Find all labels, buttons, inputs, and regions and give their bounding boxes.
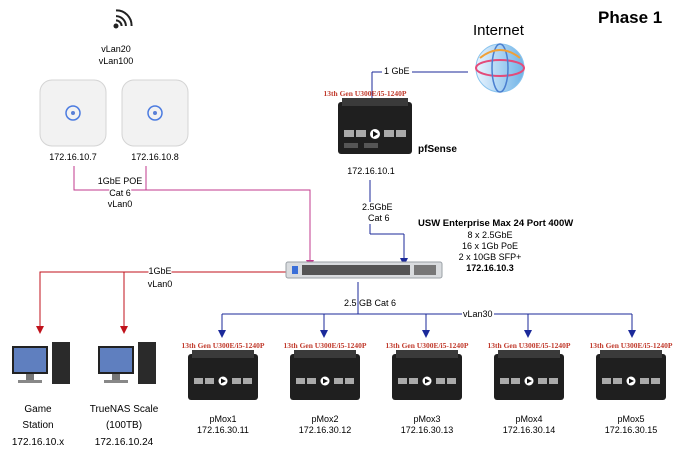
client-link-vlan: vLan0 xyxy=(147,279,173,289)
client-name-2a: TrueNAS Scale xyxy=(89,404,159,415)
switch-spec-2: 16 x 1Gb PoE xyxy=(461,241,519,251)
firewall-ip: 172.16.10.1 xyxy=(347,166,395,176)
ap-ip-2: 172.16.10.8 xyxy=(131,152,179,162)
node-ip-3: 172.16.30.13 xyxy=(400,425,454,435)
firewall-uplink-speed: 2.5GbE xyxy=(362,202,393,213)
client-ip-1: 172.16.10.x xyxy=(11,437,65,448)
internet-globe-icon xyxy=(475,43,525,93)
cluster-vlan-label: vLan30 xyxy=(462,309,494,320)
node-model-5: 13th Gen U300E/i5-1240P xyxy=(589,341,673,350)
access-point-2 xyxy=(121,79,189,147)
ap-ip-1: 172.16.10.7 xyxy=(49,152,97,162)
node-ip-5: 172.16.30.15 xyxy=(604,425,658,435)
switch-spec-3: 2 x 10GB SFP+ xyxy=(458,252,522,262)
cluster-link-label: 2.5 GB Cat 6 xyxy=(344,298,397,308)
node-device-5 xyxy=(596,350,666,400)
access-point-1 xyxy=(39,79,107,147)
wifi-vlan-1: vLan20 xyxy=(101,44,131,54)
client-name-1b: Station xyxy=(22,420,54,431)
computer-icon-truenas xyxy=(98,342,156,384)
switch-spec-1: 8 x 2.5GbE xyxy=(467,230,513,240)
ap-link-speed: 1GbE POE xyxy=(97,176,143,187)
client-link xyxy=(36,271,286,334)
wifi-icon xyxy=(113,9,133,29)
node-model-3: 13th Gen U300E/i5-1240P xyxy=(385,341,469,350)
node-model-1: 13th Gen U300E/i5-1240P xyxy=(181,341,265,350)
node-ip-1: 172.16.30.11 xyxy=(197,425,249,435)
firewall-device xyxy=(338,98,412,154)
internet-label: Internet xyxy=(473,22,524,39)
ap-poe-trunk xyxy=(110,189,314,268)
client-link-speed: 1GbE xyxy=(148,266,172,277)
node-device-4 xyxy=(494,350,564,400)
node-name-3: pMox3 xyxy=(413,414,441,424)
node-model-2: 13th Gen U300E/i5-1240P xyxy=(283,341,367,350)
client-ip-2: 172.16.10.24 xyxy=(94,437,154,448)
ap-link-vlan: vLan0 xyxy=(107,199,133,209)
node-ip-2: 172.16.30.12 xyxy=(298,425,352,435)
client-name-2b: (100TB) xyxy=(105,420,143,431)
node-device-1 xyxy=(188,350,258,400)
switch-ip: 172.16.10.3 xyxy=(466,263,514,273)
phase-title: Phase 1 xyxy=(598,8,663,27)
node-name-1: pMox1 xyxy=(209,414,237,424)
node-device-3 xyxy=(392,350,462,400)
node-device-2 xyxy=(290,350,360,400)
switch-name: USW Enterprise Max 24 Port 400W xyxy=(418,218,574,229)
wifi-vlan-2: vLan100 xyxy=(98,56,134,66)
firewall-name: pfSense xyxy=(418,144,457,155)
client-name-1a: Game xyxy=(24,404,52,415)
node-name-2: pMox2 xyxy=(311,414,339,424)
ap-link-cable: Cat 6 xyxy=(109,188,131,199)
node-ip-4: 172.16.30.14 xyxy=(502,425,556,435)
node-name-4: pMox4 xyxy=(515,414,543,424)
node-model-4: 13th Gen U300E/i5-1240P xyxy=(487,341,571,350)
firewall-model: 13th Gen U300E/i5-1240P xyxy=(323,89,407,98)
firewall-uplink-cable: Cat 6 xyxy=(368,213,390,224)
computer-icon-game-station xyxy=(12,342,70,384)
switch-device xyxy=(285,261,443,279)
internet-link-label: 1 GbE xyxy=(382,66,412,77)
node-name-5: pMox5 xyxy=(617,414,645,424)
